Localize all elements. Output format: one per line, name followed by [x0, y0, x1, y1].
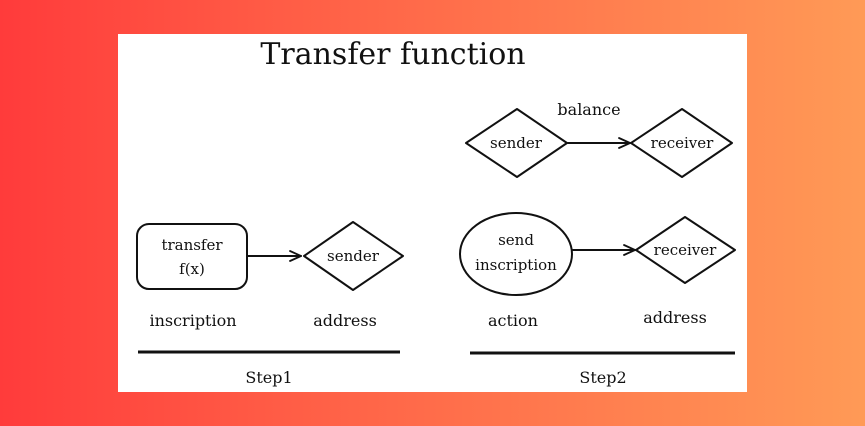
step2-sender-label: sender [490, 134, 543, 152]
transfer-box-label-line1: transfer [161, 236, 223, 254]
balance-edge-label: balance [557, 100, 620, 119]
send-inscription-oval [459, 212, 573, 296]
step1-sender-label: sender [327, 247, 380, 265]
step2-top-receiver-diamond [630, 108, 733, 178]
step2-bottom-receiver-diamond [635, 216, 736, 284]
send-inscription-label-line2: inscription [475, 256, 557, 274]
step2-bottom-receiver-label: receiver [654, 241, 717, 259]
step2-label: Step2 [579, 368, 626, 387]
diagram-title: Transfer function [260, 37, 525, 72]
step1-sender-diamond [303, 221, 404, 291]
transfer-box-label-line2: f(x) [179, 260, 205, 278]
transfer-function-diagram: Transfer function transfer f(x) sender i… [136, 37, 736, 387]
step2-caption-action: action [488, 311, 538, 330]
step2-top-receiver-label: receiver [651, 134, 714, 152]
diagram-card: Transfer function transfer f(x) sender i… [118, 34, 747, 392]
step1-caption-inscription: inscription [149, 311, 236, 330]
transfer-function-box [136, 223, 248, 290]
step1-caption-address: address [313, 311, 377, 330]
step2-caption-address: address [643, 308, 707, 327]
send-inscription-label-line1: send [498, 231, 534, 249]
step1-label: Step1 [245, 368, 292, 387]
